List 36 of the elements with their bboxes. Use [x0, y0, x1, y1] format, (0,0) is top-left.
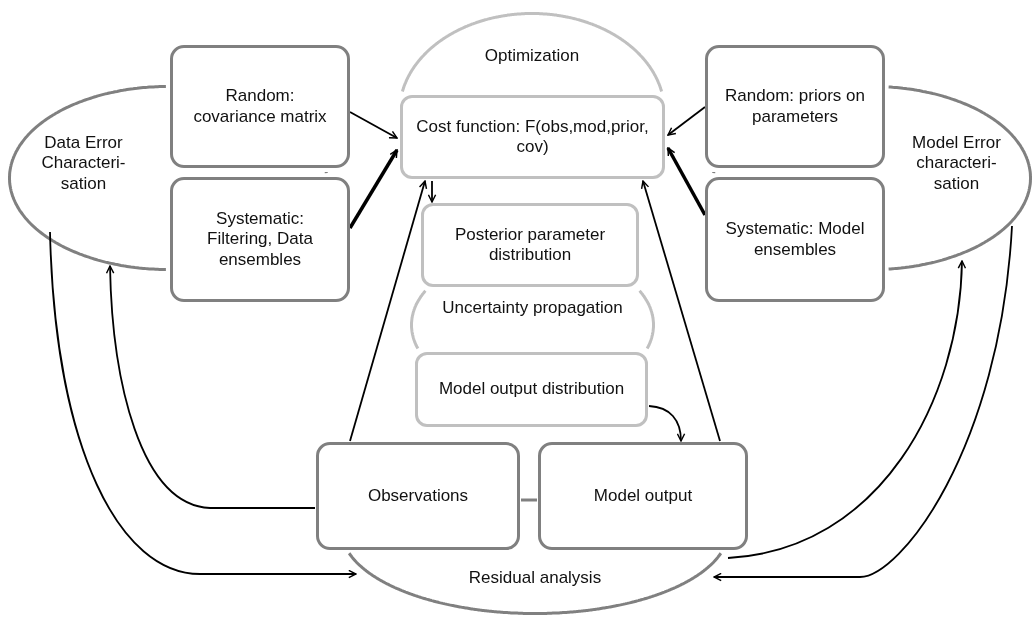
arrow	[348, 149, 399, 229]
node-label: Random: priors on parameters	[724, 86, 866, 127]
arrow	[666, 147, 707, 216]
process-box	[170, 177, 350, 302]
node-label: Optimization	[483, 46, 581, 67]
node-label: Cost function: F(obs,mod,prior, cov)	[415, 116, 650, 158]
process-box	[421, 203, 639, 287]
node-label: Data Error Characteri- sation	[40, 133, 127, 195]
process-box	[400, 95, 665, 179]
node-label: Model Error characteri- sation	[911, 133, 1002, 195]
process-box	[538, 442, 748, 550]
connector-line	[521, 498, 537, 502]
process-box	[170, 45, 350, 168]
node-label: Posterior parameter distribution	[453, 224, 607, 266]
node-label: Systematic: Filtering, Data ensembles	[206, 208, 314, 271]
node-label: Random: covariance matrix	[192, 86, 328, 127]
arrow	[49, 231, 357, 579]
node-label: Uncertainty propagation	[441, 298, 624, 319]
node-label: Model output distribution	[438, 379, 625, 400]
arrow	[349, 180, 428, 442]
process-box	[705, 45, 885, 168]
process-box	[705, 177, 885, 302]
node-label: Model output	[593, 485, 693, 507]
process-box	[316, 442, 520, 550]
arrow	[713, 225, 1013, 582]
arrow	[427, 180, 437, 203]
arrow	[648, 405, 685, 442]
arrow	[105, 265, 316, 509]
arrow	[667, 106, 706, 136]
process-box	[415, 352, 648, 427]
arrow	[349, 111, 398, 139]
arrow	[640, 180, 721, 442]
node-label: Systematic: Model ensembles	[724, 219, 866, 260]
node-label: Residual analysis	[467, 568, 603, 589]
node-label: Observations	[367, 485, 469, 507]
arrow	[727, 260, 966, 559]
